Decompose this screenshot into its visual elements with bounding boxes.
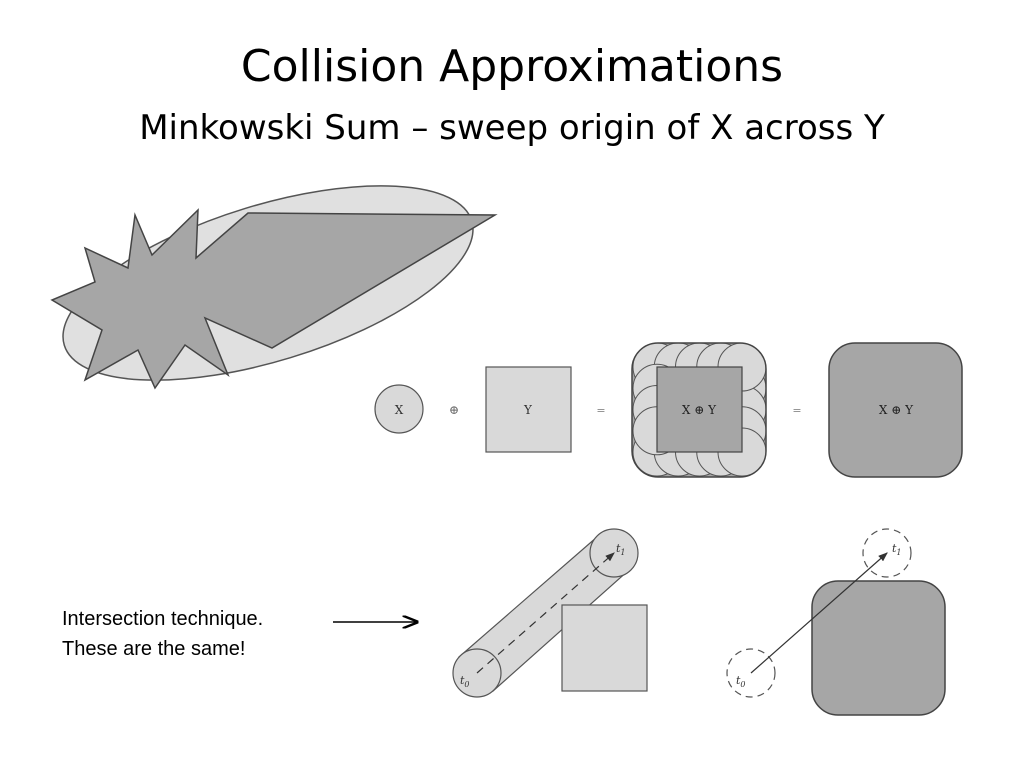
capsule-t0-label: t0 bbox=[460, 674, 470, 689]
dashed-circle-t1 bbox=[862, 528, 912, 578]
note-line-2: These are the same! bbox=[62, 638, 246, 660]
minkowski-sum-label: X ⊕ Y bbox=[879, 403, 914, 417]
slide-subtitle: Minkowski Sum – sweep origin of X across… bbox=[139, 108, 885, 148]
swept-sum-label: X ⊕ Y bbox=[682, 403, 717, 417]
swept-sum-outline bbox=[631, 342, 767, 478]
capsule-t1-label: t1 bbox=[616, 542, 626, 557]
ray-t1-label: t1 bbox=[892, 542, 902, 557]
ray-line bbox=[750, 552, 888, 674]
shape-y-square bbox=[485, 366, 572, 453]
dashed-circle-t0 bbox=[726, 648, 776, 698]
shape-x-circle bbox=[374, 384, 424, 434]
shape-x-label: X bbox=[395, 403, 404, 417]
capsule-dashed-path bbox=[476, 552, 615, 674]
intersection-note: Intersection technique. These are the sa… bbox=[62, 604, 263, 664]
note-line-1: Intersection technique. bbox=[62, 608, 264, 630]
swept-capsule-illustration: t0 t1 bbox=[452, 528, 648, 698]
inner-square bbox=[656, 366, 743, 453]
plus-symbol: ⊕ bbox=[449, 403, 459, 417]
swept-star-shape bbox=[50, 208, 498, 390]
shape-y-label: Y bbox=[523, 403, 533, 417]
equals-symbol-2: = bbox=[792, 404, 801, 417]
ray-t0-label: t0 bbox=[736, 674, 746, 689]
minkowski-sum-target bbox=[811, 580, 946, 716]
minkowski-row: X ⊕ Y = X ⊕ Y = X ⊕ Y bbox=[374, 342, 963, 478]
equals-symbol-1: = bbox=[596, 404, 605, 417]
target-square bbox=[561, 604, 648, 692]
minkowski-sum-shape bbox=[828, 342, 963, 478]
slide-title: Collision Approximations bbox=[240, 41, 784, 92]
point-vs-sum-illustration: t0 t1 bbox=[726, 528, 946, 716]
ellipse-bounding-illustration bbox=[50, 185, 498, 390]
